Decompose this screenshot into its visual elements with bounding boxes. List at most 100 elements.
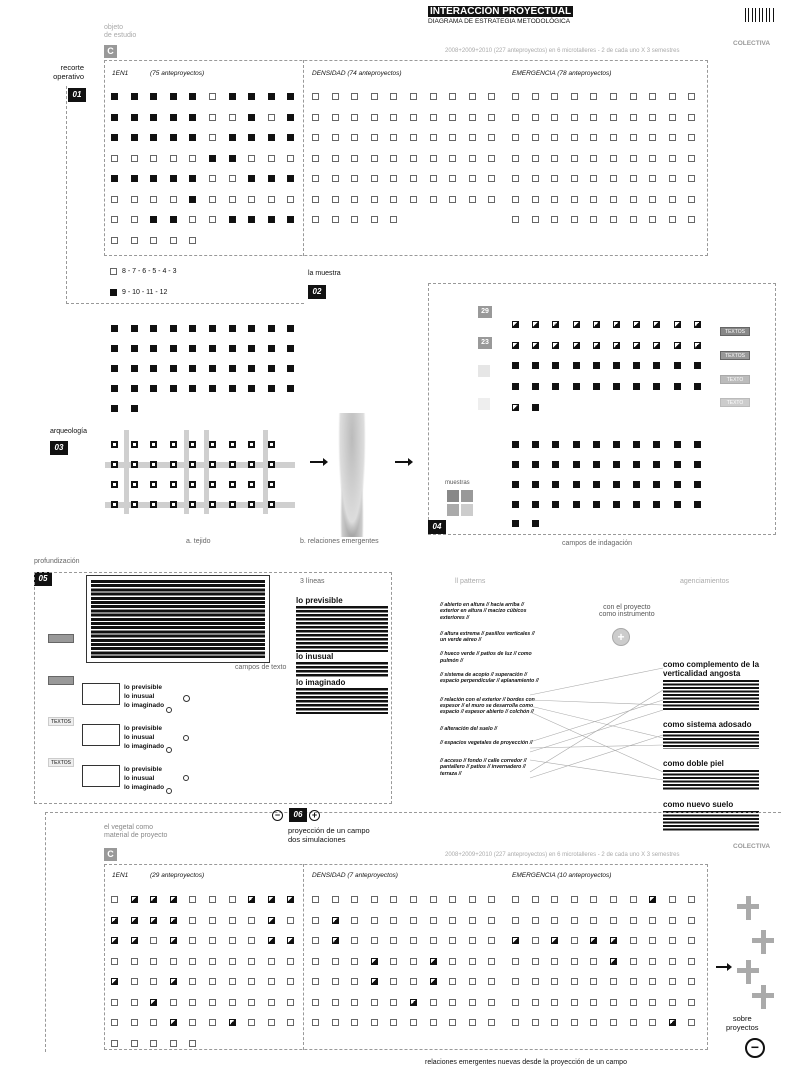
matrix-cell [571,93,578,100]
matrix-cell [551,896,558,903]
campos-cell [633,461,640,468]
matrix-cell [170,937,177,944]
matrix-cell [571,216,578,223]
link-line [530,706,663,738]
matrix-cell [649,114,656,121]
matrix-cell [189,999,196,1006]
matrix-cell [287,175,294,182]
tejido-cell [268,441,275,448]
matrix-cell [630,114,637,121]
matrix-cell [371,134,378,141]
campos-cell [573,501,580,508]
tejido-cell [268,461,275,468]
matrix-cell [649,978,656,985]
matrix-cell [590,917,597,924]
tejido-cell [189,441,196,448]
matrix-cell [488,896,495,903]
matrix-cell [469,196,476,203]
matrix-cell [488,937,495,944]
matrix-cell [512,937,519,944]
matrix-cell [410,978,417,985]
campos-cell [593,362,600,369]
matrix-cell [688,937,695,944]
campos-cell [613,501,620,508]
matrix-cell [332,175,339,182]
campos-cell [674,362,681,369]
matrix-cell [209,978,216,985]
sample-cell [268,385,275,392]
matrix-cell [590,216,597,223]
tejido-cell [248,481,255,488]
matrix-cell [488,978,495,985]
matrix-cell [649,155,656,162]
sample-cell [170,365,177,372]
campos-cell [694,342,701,349]
matrix-cell [649,917,656,924]
projected-shape [752,985,774,1009]
matrix-cell [551,155,558,162]
campos-cell [694,501,701,508]
campos-cell [573,321,580,328]
matrix-cell [390,175,397,182]
campos-cell [593,383,600,390]
zoom-out-icon[interactable]: − [272,810,283,821]
matrix-cell [590,896,597,903]
matrix-cell [229,175,236,182]
matrix-cell [630,937,637,944]
matrix-cell [410,175,417,182]
matrix-cell [268,1019,275,1026]
matrix-cell [610,978,617,985]
matrix-cell [488,999,495,1006]
campos-cell [532,342,539,349]
zoom-in-icon[interactable]: + [309,810,320,821]
matrix-cell [410,155,417,162]
matrix-cell [512,155,519,162]
matrix-cell [170,1019,177,1026]
matrix-cell [371,1019,378,1026]
matrix-cell [449,896,456,903]
sample-cell [131,365,138,372]
matrix-cell [610,958,617,965]
matrix-cell [268,196,275,203]
sample-cell [170,325,177,332]
campos-cell [593,441,600,448]
matrix-cell [229,134,236,141]
matrix-cell [669,216,676,223]
matrix-cell [131,896,138,903]
matrix-cell [469,917,476,924]
zoom-out-icon[interactable]: − [745,1038,765,1058]
campos-cell [512,404,519,411]
tejido-cell [150,461,157,468]
matrix-cell [371,155,378,162]
campos-cell [532,441,539,448]
matrix-cell [610,1019,617,1026]
matrix-cell [532,216,539,223]
matrix-cell [371,93,378,100]
tejido-cell [268,481,275,488]
sobre-proyectos-label: sobre proyectos [726,1014,759,1032]
matrix-cell [571,175,578,182]
matrix-cell [551,134,558,141]
matrix-cell [170,978,177,985]
col-emergencia-2: EMERGENCIA (10 anteproyectos) [512,872,611,879]
sample-cell [248,385,255,392]
campos-cell [653,362,660,369]
matrix-cell [150,917,157,924]
matrix-cell [170,216,177,223]
matrix-cell [669,999,676,1006]
matrix-cell [170,155,177,162]
sample-cell [209,385,216,392]
campos-cell [573,383,580,390]
matrix-cell [170,196,177,203]
tejido-cell [209,501,216,508]
matrix-cell [649,175,656,182]
matrix-cell [430,937,437,944]
matrix-cell [312,114,319,121]
campos-cell [552,481,559,488]
sample-cell [229,325,236,332]
matrix-cell [131,999,138,1006]
tejido-cell [111,501,118,508]
matrix-cell [669,196,676,203]
matrix-cell [209,896,216,903]
sample-cell [229,365,236,372]
